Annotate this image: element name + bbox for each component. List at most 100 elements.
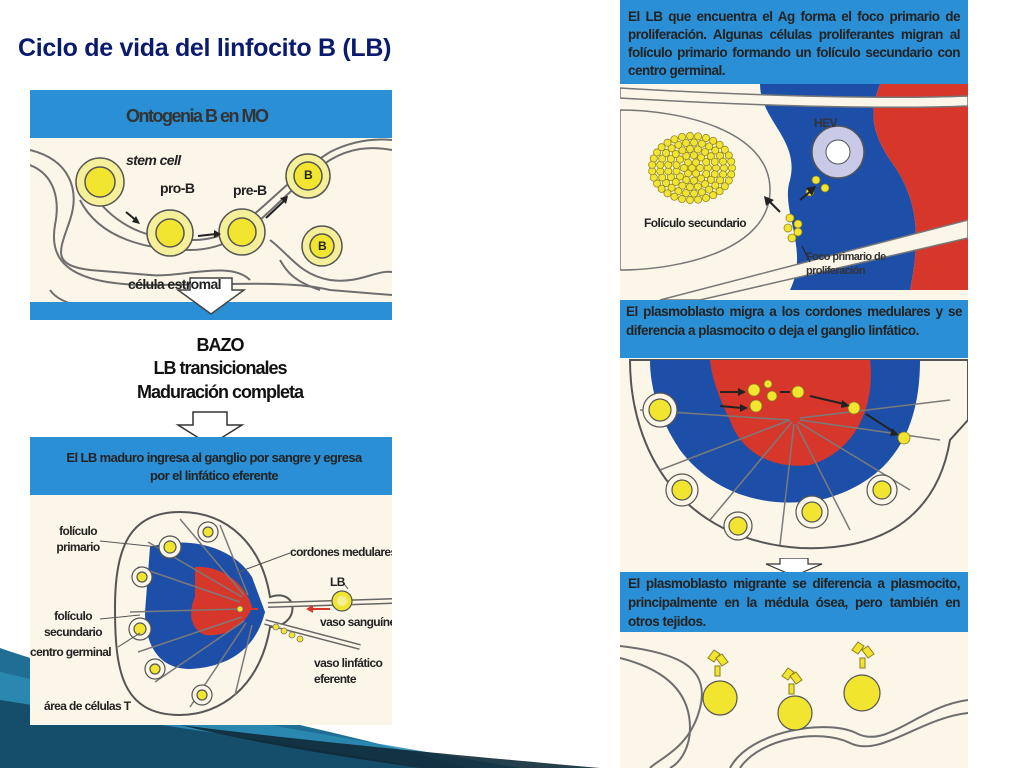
follicle-cell [674,140,683,149]
right-panel-1-text: El LB que encuentra el Ag forma el foco … [628,9,961,78]
follicle-cell [701,134,710,142]
right-panel-2-text: El plasmoblasto migra a los cordones med… [626,304,963,338]
follicle-cell [702,158,711,167]
label-lb: LB [330,575,345,589]
follicle-cell [715,187,724,196]
follicle-cell [694,195,703,204]
follicle-cell [711,146,720,155]
follicle-cell [701,147,710,156]
label-b-cell-1: B [304,168,313,182]
right-panel-1: El LB que encuentra el Ag forma el foco … [620,0,968,300]
follicle-cell [682,176,691,184]
follicle-cell [697,174,706,183]
follicle-cell [710,157,719,166]
right-panel-3-text: El plasmoblasto migrante se diferencia a… [628,576,961,629]
ontogenia-panel: Ontogenia B en MO stem cell pro-B pre-B … [30,90,392,320]
follicle-cell [678,195,686,203]
follicle-cell [720,182,729,191]
label-celula-estromal: célula estromal [128,276,222,292]
ontogenia-title: Ontogenia B en MO [126,106,269,126]
follicle-cell [686,144,694,153]
follicle-cell [701,194,710,202]
follicle-cell [702,169,711,178]
follicle-cell [678,181,687,190]
label-foliculo-primario: folículo primario [56,524,100,554]
bazo-line-2: LB transicionales [153,358,287,378]
label-hev: HEV [814,116,837,130]
follicle-cell [688,164,696,172]
follicle-cell [697,153,706,162]
label-stem-cell: stem cell [126,152,181,168]
follicle-cell [653,148,661,157]
follicle-cell [680,164,688,172]
right-panel-3-header [620,572,968,632]
follicle-cell [649,173,658,182]
follicle-cell [671,149,680,158]
label-b-cell-2: B [318,239,327,253]
follicle-cell [686,132,694,140]
follicle-cell [693,145,702,154]
follicle-cell [689,151,698,160]
follicle-cell [676,155,684,164]
follicle-cell [709,136,718,145]
follicle-cell [690,189,698,198]
follicle-cell [657,143,666,152]
right-panel-2-header [620,300,968,358]
follicle-cell [720,164,728,172]
follicle-cell [663,189,672,198]
follicle-cell [706,175,715,184]
follicle-cell [705,185,714,194]
follicle-cell [686,183,694,192]
follicle-cell [682,152,691,160]
follicle-cell [694,132,703,141]
follicle-cell [701,180,710,189]
follicle-cell [710,170,719,179]
follicle-cell [727,157,736,166]
follicle-cell [716,176,724,185]
ganglio-panel: El LB maduro ingresa al ganglio por sang… [30,437,392,725]
follicle-cell [674,187,683,196]
follicle-cell [678,133,686,141]
follicle-cell [692,158,700,167]
label-centro-germinal: centro germinal [30,645,112,659]
follicle-cell [682,189,690,198]
label-area-celulas-t: área de células T [44,699,131,713]
follicle-cell [663,138,672,147]
bazo-line-1: BAZO [196,335,245,355]
ganglio-illustration [99,510,392,717]
label-vaso-sanguineo: vaso sanguíneo [320,615,392,629]
follicle-cell [686,196,694,204]
follicle-cell [662,149,671,157]
follicle-cell [667,183,676,192]
right-panel-2: El plasmoblasto migra a los cordones med… [620,300,968,558]
follicle-cell [720,145,729,154]
ontogenia-header [30,90,392,138]
foco-illustration [620,84,968,300]
right-panel-3: El plasmoblasto migrante se diferencia a… [620,558,968,768]
follicle-cell [658,154,667,163]
right-panel-1-header [620,0,968,84]
follicle-cell [667,144,676,153]
follicle-cell [711,181,720,190]
label-foliculo-secundario: folículo secundario [43,609,103,639]
follicle-cell [648,160,657,169]
label-vaso-linfatico: vaso linfático eferente [314,656,383,686]
follicle-cell [715,140,724,149]
plasmocito-illustration [620,641,968,768]
follicle-cell [709,191,718,200]
follicle-cell [662,179,671,187]
follicle-cell [657,184,666,193]
follicle-cell [689,176,698,185]
follicle-cell [724,176,733,185]
bazo-line-3: Maduración completa [136,382,304,402]
follicle-cell [697,188,706,197]
follicle-cell [666,154,675,163]
follicle-cell [719,157,727,166]
medula-illustration [628,359,968,550]
follicle-cell [706,152,715,161]
follicle-cell [671,178,680,187]
follicle-cell [693,182,702,191]
follicle-cell [682,138,690,147]
follicle-cell [728,164,736,172]
follicle-cell [670,192,679,201]
